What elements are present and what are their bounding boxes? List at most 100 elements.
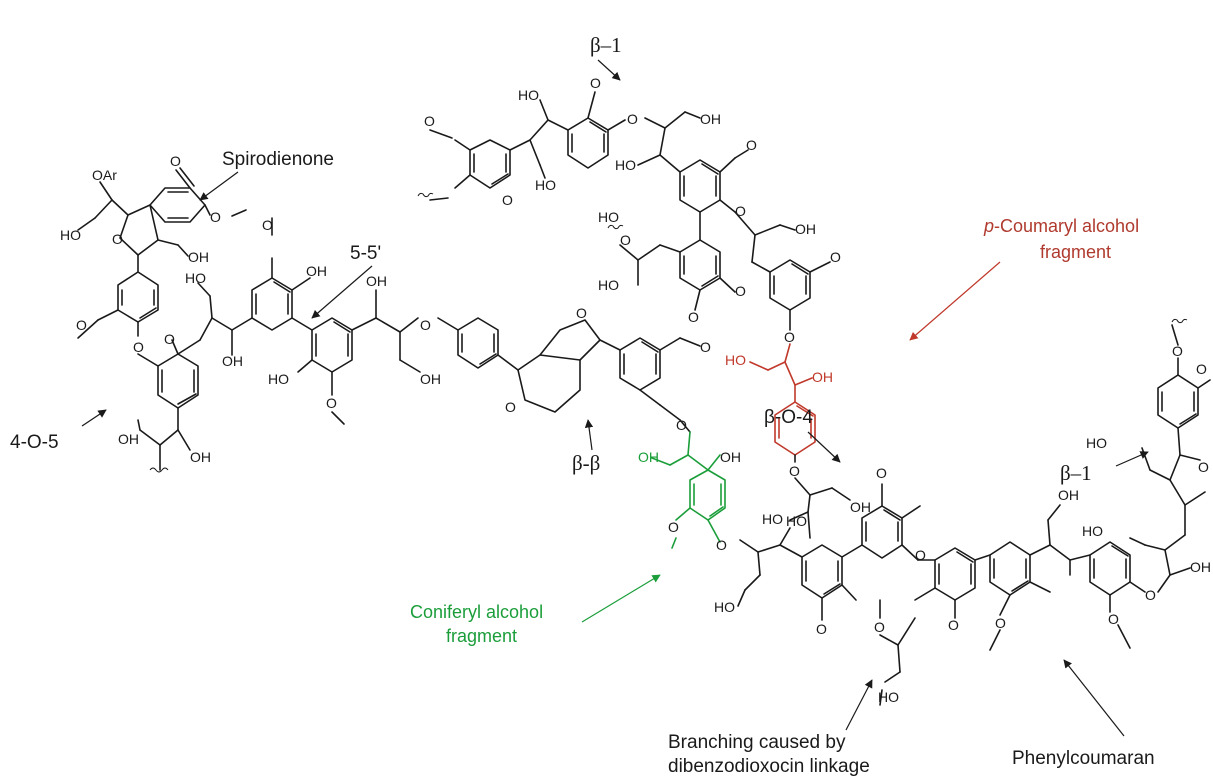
- label-beta-1-top: β–1: [590, 33, 622, 57]
- atom-oh-right-chain: OH: [1190, 559, 1211, 575]
- atom-ho-bottom-dioxocin: HO: [786, 513, 807, 529]
- atom-oh-top-dioxocin: OH: [795, 221, 816, 237]
- atom-o-top-dioxocin-methoxy-b: O: [688, 309, 699, 325]
- atom-oh-coniferyl: OH: [638, 449, 659, 465]
- atom-o-resinol-top: O: [576, 305, 587, 321]
- syringyl-ring-five-five: [231, 217, 313, 331]
- atom-oh-center-chain: OH: [420, 371, 441, 387]
- label-p-coumaryl-line1: p-Coumaryl alcohol: [983, 216, 1139, 236]
- atom-ho-top-dioxocin: HO: [615, 157, 636, 173]
- spirodienone-unit: [77, 167, 247, 257]
- atom-o-top-methoxy: O: [590, 75, 601, 91]
- label-p-coumaryl-line2: fragment: [1040, 242, 1111, 262]
- arrow-beta-1-top: [597, 59, 621, 81]
- atom-o-top-left-chain: O: [620, 232, 631, 248]
- atom-o-gua-center-right: O: [700, 339, 711, 355]
- atom-oh-spiro: OH: [188, 249, 209, 265]
- atom-o-bottom-dioxocin-ring: O: [915, 547, 926, 563]
- label-beta-o-4: β-O-4: [764, 407, 813, 428]
- atom-o-phenylcoumaran-methoxy: O: [948, 617, 959, 633]
- atom-oh-5-5-chain: OH: [222, 353, 243, 369]
- atom-o-bottom-dioxocin-ring-b: O: [874, 619, 885, 635]
- atom-o-ketone: O: [170, 153, 181, 169]
- atom-o-resinol-bottom: O: [505, 399, 516, 415]
- label-4-o-5: 4-O-5: [10, 432, 59, 453]
- wavy-right-top: [1171, 318, 1188, 324]
- atom-o-methoxy-left: O: [76, 317, 87, 333]
- wavy-top-center: [607, 224, 624, 230]
- atom-ho-bottom-left: HO: [714, 599, 735, 615]
- atom-o-center-ether: O: [420, 317, 431, 333]
- atom-ho-beta-o-4: HO: [762, 511, 783, 527]
- atom-oar: OAr: [92, 167, 117, 183]
- atom-o-coniferyl-ether: O: [716, 537, 727, 553]
- label-beta-beta: β-β: [572, 451, 600, 475]
- guaiacyl-ring-left: [77, 254, 159, 339]
- annotation-arrows: [81, 59, 1149, 737]
- atom-o-coniferyl-methoxy: O: [668, 519, 679, 535]
- beta-one-top-ring: [567, 91, 626, 169]
- atom-o-bottom-methoxy: O: [816, 621, 827, 637]
- p-hydroxyphenyl-ring-center: [437, 317, 519, 371]
- wavy-top-left: [417, 192, 434, 198]
- arrow-branching: [845, 679, 873, 731]
- atom-o-right-ether: O: [1145, 587, 1156, 603]
- phenylcoumaran-unit: [989, 504, 1146, 651]
- beta-o-4-linkage: [789, 477, 851, 539]
- atom-oh-beta-o-4: OH: [850, 499, 871, 515]
- atom-o-top-left-methoxy: O: [424, 113, 435, 129]
- atom-oh-branch-left: OH: [118, 431, 139, 447]
- atom-oh-center: OH: [366, 273, 387, 289]
- atom-o-top-dioxocin-ring-b: O: [735, 283, 746, 299]
- annotation-labels: Spirodienone 5-5' 4-O-5 β–1 β-β β-O-4 β–…: [10, 33, 1155, 777]
- syringyl-ring-center: [297, 289, 421, 425]
- atom-oh-syr: OH: [306, 263, 327, 279]
- wavy-attachments: [417, 192, 1188, 324]
- atom-o-top-dioxocin-methoxy: O: [746, 137, 757, 153]
- arrow-coniferyl: [581, 574, 661, 623]
- arrow-p-coumaryl: [909, 261, 1001, 341]
- atom-o-top-ether: O: [627, 111, 638, 127]
- label-coniferyl-line1: Coniferyl alcohol: [410, 602, 543, 622]
- arrow-beta-o-4: [807, 431, 841, 463]
- atom-o-right-top-b: O: [1196, 361, 1207, 377]
- atom-ho-top-left-chain-b: HO: [598, 277, 619, 293]
- label-coniferyl-line2: fragment: [446, 626, 517, 646]
- atom-ho-syr-center: HO: [268, 371, 289, 387]
- atom-o-right-methoxy: O: [1108, 611, 1119, 627]
- atom-oh-coumaryl: OH: [812, 369, 833, 385]
- atom-ho-bottom-dioxocin: HO: [878, 689, 899, 705]
- atom-o-top-dioxocin-ring: O: [735, 203, 746, 219]
- atom-o-furan-left: O: [112, 231, 123, 247]
- atom-oh-coniferyl-chain: OH: [720, 449, 741, 465]
- atom-o-gua-link: O: [676, 417, 687, 433]
- atom-o-methoxy-dienone: O: [210, 209, 221, 225]
- coniferyl-fragment: [651, 419, 726, 549]
- atom-o-phenylcoumaran-ring: O: [995, 615, 1006, 631]
- label-branching-line1: Branching caused by: [668, 732, 846, 753]
- arrow-beta-beta: [584, 419, 594, 451]
- atom-o-right-coumaran: O: [1198, 459, 1209, 475]
- atom-ho-top-beta1: HO: [518, 87, 539, 103]
- atom-o-right-top: O: [1172, 343, 1183, 359]
- guaiacyl-ring-center-right: [619, 337, 701, 421]
- label-branching-line2: dibenzodioxocin linkage: [668, 756, 870, 777]
- arrow-phenylcoumaran: [1063, 659, 1125, 737]
- atom-o-coumaryl-methoxy: O: [830, 249, 841, 265]
- atom-ho-right-chain: HO: [1082, 523, 1103, 539]
- atom-o-4o5: O: [133, 339, 144, 355]
- atom-oh-phenylcoumaran: OH: [1058, 487, 1079, 503]
- top-left-guaiacyl: [429, 99, 569, 201]
- atom-o-coumaryl-ether: O: [784, 329, 795, 345]
- atom-oh-branch-right: OH: [190, 449, 211, 465]
- ring-linking-coumaryl: [751, 259, 831, 331]
- atom-ho-right-coumaran: HO: [1086, 435, 1107, 451]
- beta-beta-resinol: [517, 319, 621, 413]
- atom-ho-top-left-chain: HO: [598, 209, 619, 225]
- arrow-5-5: [311, 265, 373, 319]
- atom-o-top-left-ether: O: [502, 192, 513, 208]
- arrow-spirodienone: [199, 171, 239, 201]
- atom-ho-top-beta1-b: HO: [535, 177, 556, 193]
